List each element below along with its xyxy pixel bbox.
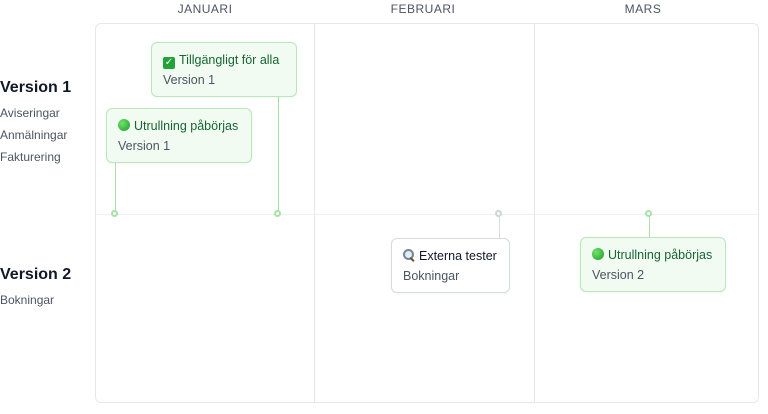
milestone-title: Tillgängligt för alla	[179, 53, 280, 67]
milestone-dot	[645, 210, 652, 217]
month-divider	[314, 24, 315, 402]
milestone-subtitle: Version 2	[592, 268, 645, 282]
milestone-card[interactable]: Utrullning påbörjas Version 1	[106, 108, 252, 163]
milestone-subtitle: Version 1	[163, 73, 216, 87]
milestone-connector	[115, 162, 116, 213]
milestone-card[interactable]: Utrullning påbörjas Version 2	[580, 237, 726, 292]
month-header-februari: FEBRUARI	[390, 2, 456, 16]
milestone-subtitle: Version 1	[118, 139, 171, 153]
month-header-januari: JANUARI	[177, 2, 233, 16]
milestone-connector	[278, 96, 279, 213]
timeline-board	[95, 23, 759, 403]
milestone-connector	[499, 214, 500, 238]
check-mark-icon: ✓	[163, 57, 175, 69]
milestone-dot	[274, 210, 281, 217]
milestone-subtitle: Bokningar	[403, 269, 460, 283]
milestone-card[interactable]: ✓ Tillgängligt för alla Version 1	[151, 42, 297, 97]
milestone-title: Utrullning påbörjas	[134, 119, 239, 133]
green-circle-icon	[118, 119, 130, 131]
version-1-item: Anmälningar	[0, 128, 68, 142]
month-header-mars: MARS	[624, 2, 662, 16]
version-divider	[96, 214, 758, 215]
version-1-item: Fakturering	[0, 150, 61, 164]
version-1-title: Version 1	[0, 79, 72, 96]
version-2-title: Version 2	[0, 266, 72, 283]
version-1-item: Aviseringar	[0, 106, 60, 120]
milestone-dot	[495, 210, 502, 217]
milestone-card[interactable]: Externa tester Bokningar	[391, 238, 510, 293]
month-divider	[534, 24, 535, 402]
milestone-title: Utrullning påbörjas	[608, 248, 713, 262]
milestone-dot	[111, 210, 118, 217]
version-2-item: Bokningar	[0, 293, 55, 307]
milestone-title: Externa tester	[419, 249, 497, 263]
magnifying-glass-icon	[403, 249, 415, 261]
milestone-connector	[649, 214, 650, 237]
green-circle-icon	[592, 248, 604, 260]
